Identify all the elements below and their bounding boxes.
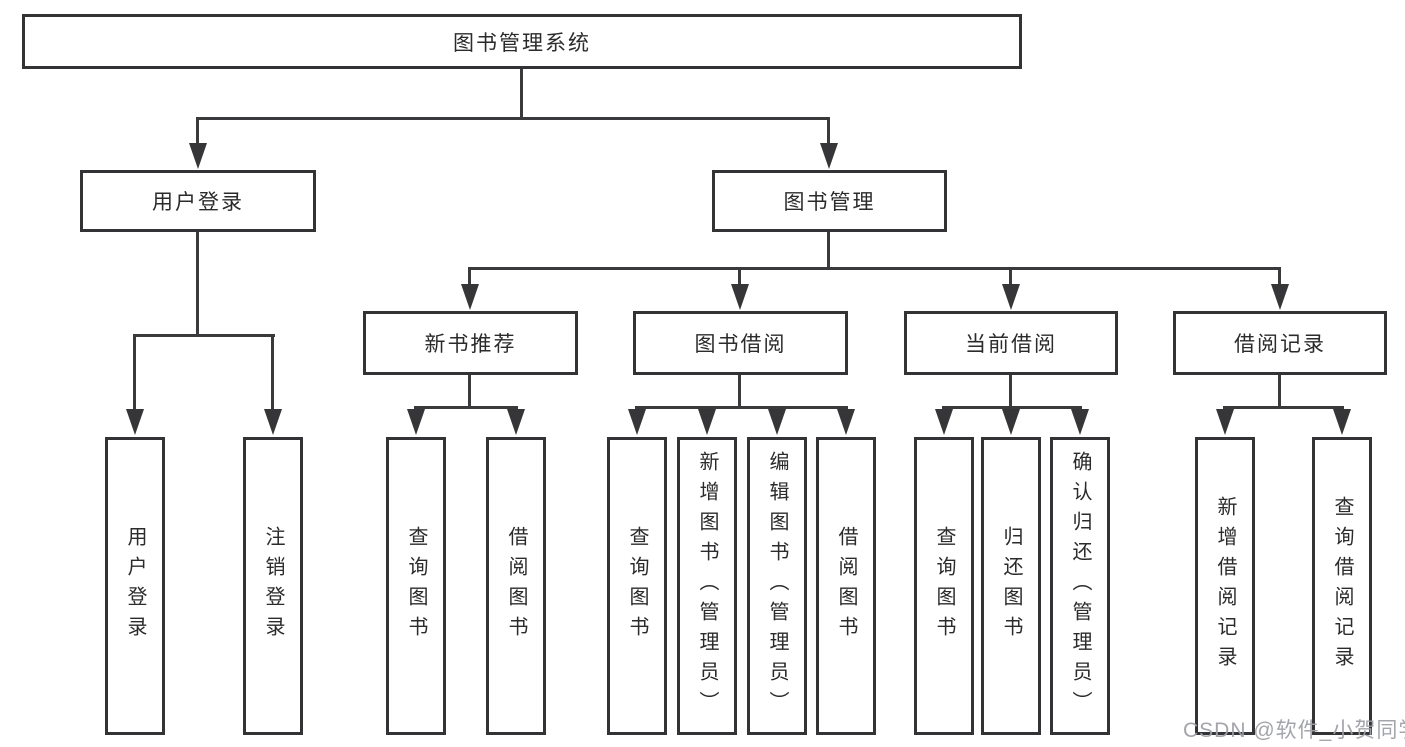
leaf-query-books-borrow: 查询图书 <box>607 437 667 735</box>
leaf-label: 编辑图书（管理员） <box>766 451 788 721</box>
node-label: 图书管理 <box>783 191 876 214</box>
arrow-down-icon <box>189 143 207 169</box>
arrow-down-icon <box>768 409 786 435</box>
connector-line <box>133 334 275 337</box>
node-user-login: 用户登录 <box>80 170 316 232</box>
arrow-down-icon <box>407 409 425 435</box>
leaf-user-login: 用户登录 <box>105 437 165 735</box>
leaf-return-book: 归还图书 <box>981 437 1041 735</box>
connector-line <box>1009 267 1012 286</box>
connector-line <box>1278 375 1281 409</box>
node-book-management: 图书管理 <box>712 170 947 232</box>
connector-line <box>1223 406 1344 409</box>
arrow-down-icon <box>837 409 855 435</box>
leaf-label: 新增图书（管理员） <box>696 451 718 721</box>
arrow-down-icon <box>1271 284 1289 310</box>
arrow-down-icon <box>820 143 838 169</box>
connector-line <box>196 117 830 120</box>
leaf-label: 借阅图书 <box>505 526 527 646</box>
leaf-label: 确认归还（管理员） <box>1069 451 1091 721</box>
connector-line <box>1278 267 1281 286</box>
arrow-down-icon <box>628 409 646 435</box>
leaf-add-borrow-record: 新增借阅记录 <box>1195 437 1255 735</box>
leaf-label: 归还图书 <box>1000 526 1022 646</box>
arrow-down-icon <box>1333 409 1351 435</box>
connector-line <box>196 117 199 146</box>
leaf-label: 查询图书 <box>626 526 648 646</box>
arrow-down-icon <box>264 409 282 435</box>
connector-line <box>827 232 830 270</box>
arrow-down-icon <box>698 409 716 435</box>
leaf-borrow-books: 借阅图书 <box>816 437 876 735</box>
leaf-borrow-books-recommend: 借阅图书 <box>486 437 546 735</box>
arrow-down-icon <box>1071 409 1089 435</box>
node-current-borrow: 当前借阅 <box>904 311 1118 375</box>
leaf-query-borrow-record: 查询借阅记录 <box>1312 437 1372 735</box>
leaf-label: 注销登录 <box>262 526 284 646</box>
leaf-query-books-current: 查询图书 <box>914 437 974 735</box>
leaf-query-books-recommend: 查询图书 <box>386 437 446 735</box>
leaf-label: 查询图书 <box>933 526 955 646</box>
arrow-down-icon <box>1002 284 1020 310</box>
leaf-label: 借阅图书 <box>835 526 857 646</box>
node-label: 图书借阅 <box>694 333 787 356</box>
arrow-down-icon <box>731 284 749 310</box>
connector-line <box>468 267 1281 270</box>
connector-line <box>635 406 848 409</box>
leaf-logout: 注销登录 <box>243 437 303 735</box>
leaf-label: 查询借阅记录 <box>1331 496 1353 676</box>
leaf-label: 用户登录 <box>124 526 146 646</box>
arrow-down-icon <box>461 284 479 310</box>
node-new-book-recommend: 新书推荐 <box>363 311 578 375</box>
leaf-label: 新增借阅记录 <box>1214 496 1236 676</box>
node-borrow-records: 借阅记录 <box>1173 311 1387 375</box>
connector-line <box>468 375 471 409</box>
connector-line <box>271 334 274 411</box>
arrow-down-icon <box>507 409 525 435</box>
connector-line <box>827 117 830 146</box>
node-book-borrow: 图书借阅 <box>633 311 848 375</box>
arrow-down-icon <box>1216 409 1234 435</box>
connector-line <box>520 69 523 119</box>
arrow-down-icon <box>1002 409 1020 435</box>
leaf-edit-book-admin: 编辑图书（管理员） <box>747 437 807 735</box>
leaf-label: 查询图书 <box>405 526 427 646</box>
connector-line <box>133 334 136 411</box>
node-root-system: 图书管理系统 <box>22 14 1022 69</box>
leaf-confirm-return-admin: 确认归还（管理员） <box>1050 437 1110 735</box>
node-label: 新书推荐 <box>424 333 517 356</box>
node-label: 借阅记录 <box>1234 333 1326 356</box>
arrow-down-icon <box>126 409 144 435</box>
connector-line <box>738 375 741 409</box>
node-label: 当前借阅 <box>965 333 1057 356</box>
connector-line <box>942 406 1082 409</box>
leaf-add-book-admin: 新增图书（管理员） <box>677 437 737 735</box>
connector-line <box>196 232 199 337</box>
connector-line <box>414 406 518 409</box>
arrow-down-icon <box>935 409 953 435</box>
node-label: 图书管理系统 <box>453 31 591 55</box>
node-label: 用户登录 <box>152 191 244 214</box>
connector-line <box>738 267 741 286</box>
connector-line <box>1009 375 1012 409</box>
watermark: CSDN @软件_小贺同学 <box>1183 719 1405 742</box>
connector-line <box>468 267 471 286</box>
